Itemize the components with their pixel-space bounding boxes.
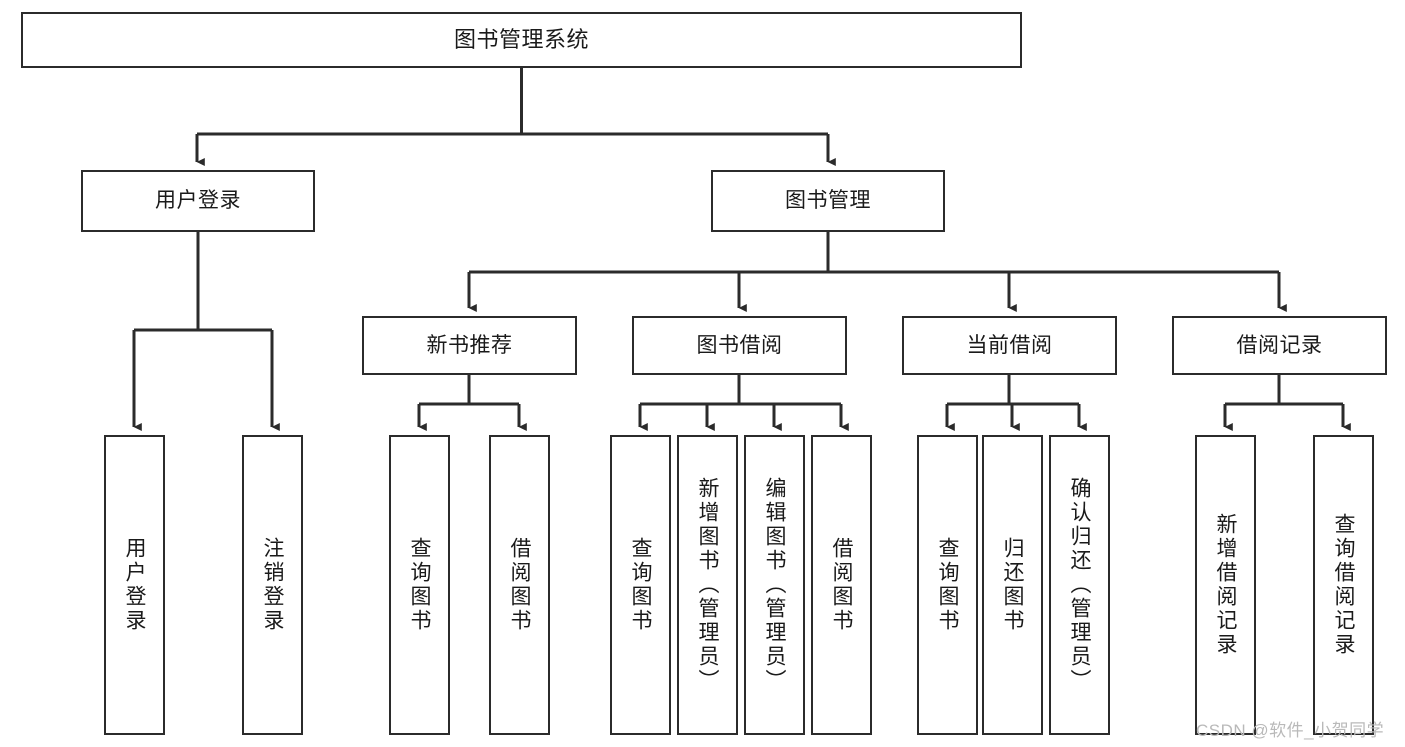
node-user-login[interactable]: 用户登录 (81, 170, 315, 232)
node-new-book-recommend[interactable]: 新书推荐 (362, 316, 577, 375)
node-label: 用户登录 (155, 189, 241, 213)
node-label: 注销登录 (261, 537, 284, 633)
node-label: 查询图书 (408, 537, 431, 633)
node-leaf-user-login[interactable]: 用户登录 (104, 435, 165, 735)
node-leaf-confirm-return[interactable]: 确认归还（管理员） (1049, 435, 1110, 735)
node-label: 借阅记录 (1236, 333, 1323, 357)
node-leaf-query-book-1[interactable]: 查询图书 (389, 435, 450, 735)
node-leaf-logout[interactable]: 注销登录 (242, 435, 303, 735)
node-label: 图书管理系统 (453, 26, 589, 52)
node-leaf-query-book-3[interactable]: 查询图书 (917, 435, 978, 735)
node-label: 查询图书 (629, 537, 652, 633)
node-label: 确认归还（管理员） (1068, 477, 1091, 693)
node-leaf-return-book[interactable]: 归还图书 (982, 435, 1043, 735)
node-label: 归还图书 (1001, 537, 1024, 633)
node-label: 查询图书 (936, 537, 959, 633)
node-label: 新书推荐 (426, 333, 513, 357)
node-label: 查询借阅记录 (1332, 513, 1355, 657)
node-label: 新增借阅记录 (1214, 513, 1237, 657)
node-borrow-record[interactable]: 借阅记录 (1172, 316, 1387, 375)
node-leaf-add-record[interactable]: 新增借阅记录 (1195, 435, 1256, 735)
node-book-borrow[interactable]: 图书借阅 (632, 316, 847, 375)
node-leaf-query-record[interactable]: 查询借阅记录 (1313, 435, 1374, 735)
node-leaf-edit-book[interactable]: 编辑图书（管理员） (744, 435, 805, 735)
node-label: 借阅图书 (508, 537, 531, 633)
node-book-manage[interactable]: 图书管理 (711, 170, 945, 232)
node-label: 编辑图书（管理员） (763, 477, 786, 693)
node-leaf-query-book-2[interactable]: 查询图书 (610, 435, 671, 735)
node-leaf-borrow-book-1[interactable]: 借阅图书 (489, 435, 550, 735)
node-root-system[interactable]: 图书管理系统 (21, 12, 1022, 68)
node-label: 图书管理 (785, 189, 871, 213)
node-label: 用户登录 (123, 537, 146, 633)
node-label: 图书借阅 (696, 333, 783, 357)
node-label: 当前借阅 (966, 333, 1053, 357)
node-label: 新增图书（管理员） (696, 477, 719, 693)
node-label: 借阅图书 (830, 537, 853, 633)
node-leaf-borrow-book-2[interactable]: 借阅图书 (811, 435, 872, 735)
node-current-borrow[interactable]: 当前借阅 (902, 316, 1117, 375)
node-leaf-add-book[interactable]: 新增图书（管理员） (677, 435, 738, 735)
